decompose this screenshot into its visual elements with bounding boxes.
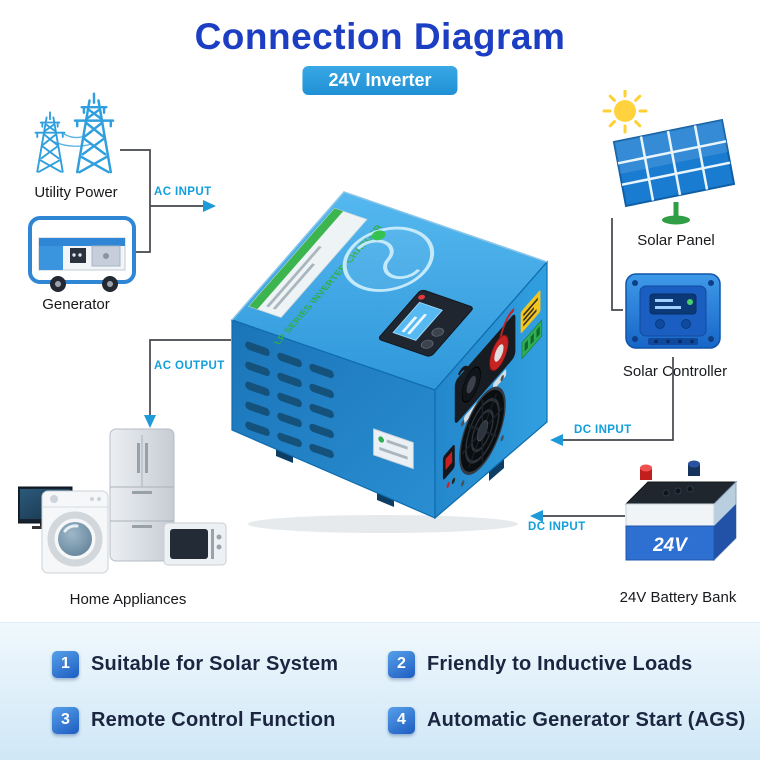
microwave-icon <box>163 522 227 566</box>
home-appliances-icon <box>18 428 227 574</box>
dc-terminal-block <box>521 319 543 360</box>
ac-input-label: AC INPUT <box>154 186 212 198</box>
feature-item-1: 1 Suitable for Solar System <box>52 649 388 679</box>
feature-number-badge: 4 <box>388 706 415 734</box>
feature-item-3: 3 Remote Control Function <box>52 705 388 735</box>
inverter-front-content <box>442 290 543 489</box>
battery-icon: 24V <box>624 460 738 562</box>
solar-controller-icon <box>625 273 721 349</box>
inverter-badge: 24V Inverter <box>302 66 458 95</box>
feature-item-4: 4 Automatic Generator Start (AGS) <box>388 705 760 735</box>
brand-swirl-icon <box>342 226 435 292</box>
dc-input-arrowhead-top <box>550 434 563 446</box>
ac-output-arrowhead <box>144 415 156 428</box>
breaker-switch <box>442 444 455 480</box>
solar-panel-label: Solar Panel <box>637 232 715 249</box>
page-title: Connection Diagram <box>194 16 566 57</box>
feature-item-2: 2 Friendly to Inductive Loads <box>388 649 760 679</box>
inverter-illustration: LP SERIES INVERTER CHARGER <box>230 191 549 533</box>
feature-text: Remote Control Function <box>91 708 336 731</box>
panel-base <box>662 215 690 225</box>
fridge-icon <box>109 428 175 562</box>
battery-terminals <box>640 460 700 480</box>
ac-output-line <box>149 339 231 415</box>
generator-label: Generator <box>42 296 110 313</box>
inverter-fan-icon <box>459 375 506 487</box>
ac-output-label: AC OUTPUT <box>154 360 225 372</box>
dc-input-label-battery: DC INPUT <box>528 521 586 533</box>
inverter-vents <box>245 341 414 470</box>
utility-generator-junction-line <box>120 149 151 253</box>
home-appliances-label: Home Appliances <box>69 591 187 608</box>
inverter-shadow <box>248 515 518 533</box>
solar-controller-label: Solar Controller <box>622 363 728 380</box>
feature-text: Friendly to Inductive Loads <box>427 652 693 675</box>
battery-voltage-text: 24V <box>652 535 688 556</box>
utility-power-label: Utility Power <box>34 184 118 201</box>
battery-bank-label: 24V Battery Bank <box>619 589 737 606</box>
feature-number-badge: 2 <box>388 650 415 678</box>
generator-icon <box>28 216 136 292</box>
feature-text: Automatic Generator Start (AGS) <box>427 708 746 731</box>
feature-text: Suitable for Solar System <box>91 652 339 675</box>
inverter-lcd-display <box>378 289 473 357</box>
ac-input-arrowhead <box>203 200 216 212</box>
solar-panel-icon <box>602 90 736 225</box>
controller-to-inverter-line <box>563 357 674 441</box>
feature-number-badge: 1 <box>52 650 79 678</box>
warning-sticker <box>520 290 541 334</box>
features-section: 1 Suitable for Solar System 2 Friendly t… <box>0 622 760 760</box>
sun-icon <box>602 90 648 134</box>
washing-machine-icon <box>41 490 109 574</box>
feature-number-badge: 3 <box>52 706 79 734</box>
dc-input-arrowhead-bottom <box>530 510 543 522</box>
solar-to-controller-line <box>611 218 623 311</box>
utility-power-icon <box>34 92 115 174</box>
dc-input-label-controller: DC INPUT <box>574 424 632 436</box>
